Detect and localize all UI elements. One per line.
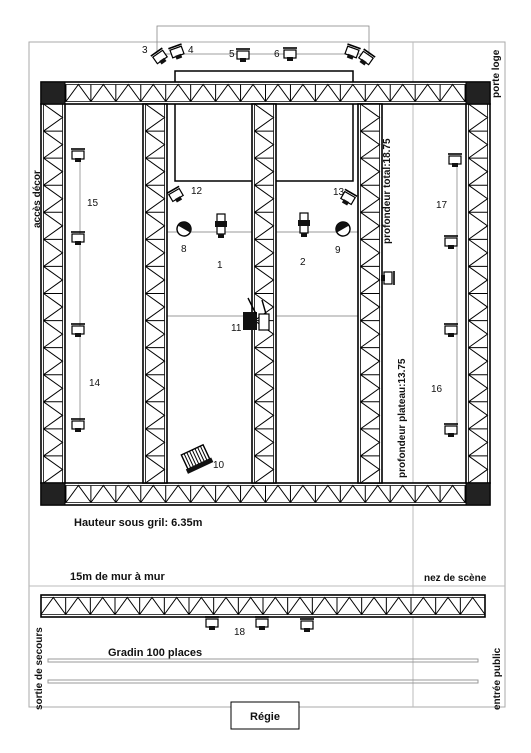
spotlight-18-c xyxy=(300,618,314,632)
spotlight-16-top xyxy=(444,323,458,337)
truss-inner-1 xyxy=(142,103,168,484)
spotlight-6b xyxy=(344,43,361,60)
spotlight-1 xyxy=(215,213,227,238)
truss-corner-block xyxy=(40,81,66,105)
spot-num-18: 18 xyxy=(234,627,246,638)
spotlights xyxy=(71,43,462,632)
label-sortie-secours: sortie de secours xyxy=(34,627,45,710)
truss-upstage xyxy=(40,81,491,105)
spot-num-3: 3 xyxy=(142,45,148,56)
spotlight-17-top xyxy=(448,153,462,167)
spotlight-13 xyxy=(339,188,358,206)
truss-system xyxy=(40,81,491,618)
label-profondeur-plateau: profondeur plateau:13.75 xyxy=(397,358,408,478)
spotlight-6c xyxy=(357,48,376,66)
spot-num-15: 15 xyxy=(87,198,99,209)
spot-num-10: 10 xyxy=(213,460,225,471)
truss-right xyxy=(465,103,491,484)
spot-num-5: 5 xyxy=(229,49,235,60)
spot-num-1: 1 xyxy=(217,260,223,271)
label-hauteur: Hauteur sous gril: 6.35m xyxy=(74,517,203,529)
truss-corner-block xyxy=(465,482,491,506)
spot-num-8: 8 xyxy=(181,244,187,255)
label-nez-de-scene: nez de scène xyxy=(424,573,487,584)
label-profondeur-total: profondeur total:18.75 xyxy=(382,138,393,244)
label-entree-public: entrée public xyxy=(492,647,503,710)
spot-num-12: 12 xyxy=(191,186,203,197)
spotlight-2 xyxy=(298,212,310,237)
spot-num-11: 11 xyxy=(231,323,242,334)
spotlight-18-a xyxy=(205,616,219,630)
spotlight-3 xyxy=(150,47,169,65)
spot-num-9: 9 xyxy=(335,245,341,256)
spot-num-16: 16 xyxy=(431,384,443,395)
truss-inner-3 xyxy=(357,103,383,484)
spot-num-4: 4 xyxy=(188,45,194,56)
spotlight-17-bottom xyxy=(444,235,458,249)
seating-row-1 xyxy=(47,658,479,663)
spotlight-15-bottom xyxy=(71,231,85,245)
spotlight-16-bottom xyxy=(444,423,458,437)
spotlight-8 xyxy=(176,221,192,237)
spotlight-18-b xyxy=(255,616,269,630)
spotlight-14-bottom xyxy=(71,418,85,432)
spotlight-9 xyxy=(335,221,351,237)
spotlight-4 xyxy=(168,43,185,60)
truss-corner-block xyxy=(40,482,66,506)
truss-downstage xyxy=(40,482,491,506)
spot-num-13: 13 xyxy=(333,187,345,198)
label-porte-loge: porte loge xyxy=(491,49,502,98)
spot-num-2: 2 xyxy=(300,257,306,268)
label-gradin: Gradin 100 places xyxy=(108,647,202,659)
spot-num-6: 6 xyxy=(274,49,280,60)
label-mur-a-mur: 15m de mur à mur xyxy=(70,571,165,583)
spotlight-14-top xyxy=(71,323,85,337)
spotlight-5 xyxy=(236,48,250,62)
spotlight-15-top xyxy=(71,148,85,162)
spotlight-12 xyxy=(166,185,185,203)
label-acces-decor: accès décor xyxy=(32,170,43,228)
truss-left xyxy=(40,103,66,484)
spotlight-10 xyxy=(180,443,214,474)
label-regie: Régie xyxy=(250,711,280,723)
truss-corner-block xyxy=(465,81,491,105)
spotlight-6 xyxy=(283,47,297,61)
spotlight-side xyxy=(381,271,395,285)
seating-row-2 xyxy=(47,679,479,684)
spot-num-17: 17 xyxy=(436,200,448,211)
truss-inner-2 xyxy=(251,103,277,484)
spot-num-14: 14 xyxy=(89,378,101,389)
truss-front-of-house xyxy=(40,594,486,618)
spotlight-11-cluster xyxy=(243,297,270,331)
regie-box xyxy=(230,701,300,730)
lighting-control-frame xyxy=(156,25,370,55)
